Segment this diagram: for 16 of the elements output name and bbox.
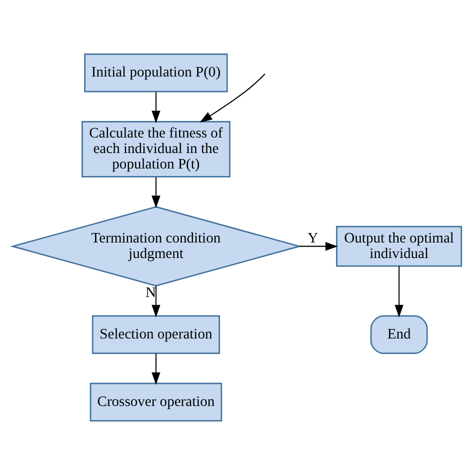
arrow — [152, 285, 160, 317]
node-box: Crossover operation — [90, 382, 222, 422]
node-box: Calculate the fitness of each individual in the population P(t) — [82, 120, 230, 177]
node-box: Output the optimal individual — [336, 225, 462, 266]
node-box: Initial population P(0) — [84, 52, 228, 92]
arrow — [152, 176, 160, 208]
node-diamond: Termination condition judgment — [10, 206, 302, 286]
arrow — [152, 353, 160, 384]
arrow — [394, 266, 404, 317]
edge-label: Y — [308, 230, 318, 246]
arrow — [152, 91, 160, 123]
edge-label: N — [146, 284, 156, 301]
node-box: Selection operation — [92, 314, 220, 354]
arrow — [200, 73, 266, 122]
arrow — [299, 241, 338, 250]
node-box: End — [370, 314, 428, 354]
